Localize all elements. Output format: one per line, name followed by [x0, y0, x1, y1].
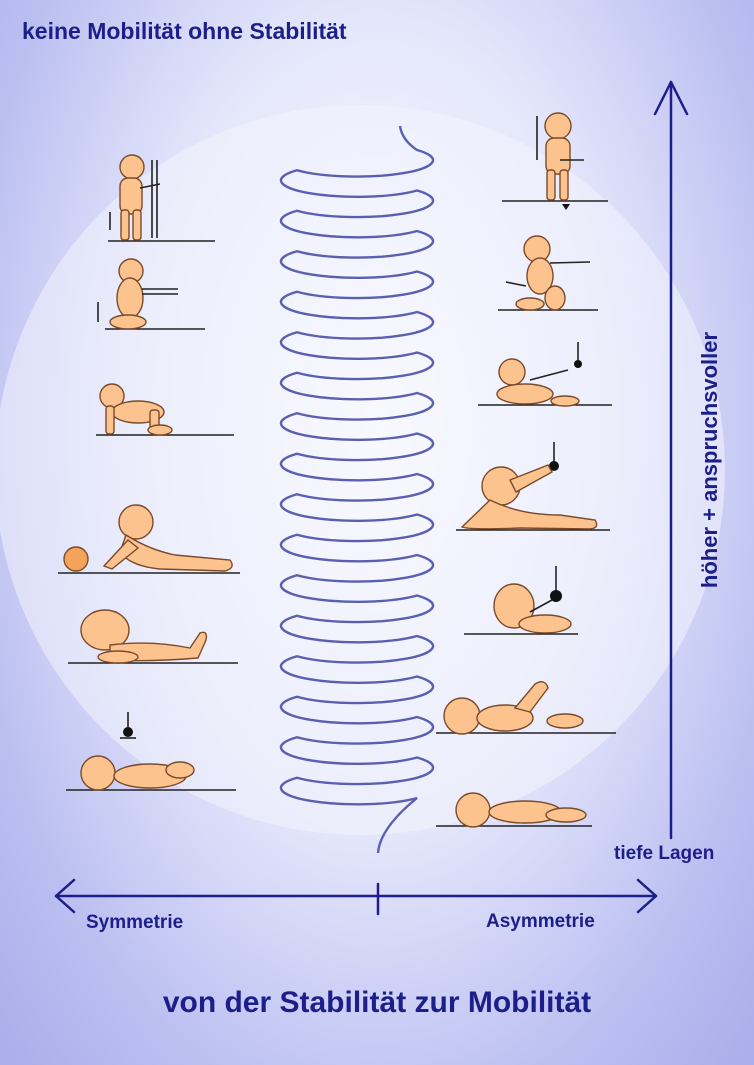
asymmetry-label: Asymmetrie: [486, 911, 595, 932]
background-circle: [0, 105, 725, 835]
baby-prone-forearms: [68, 609, 238, 664]
vertical-arrow: [653, 80, 689, 840]
symmetry-label: Symmetrie: [86, 912, 184, 933]
baby-supine-asymmetric: [436, 792, 592, 828]
ball-toy: [63, 546, 89, 572]
mobile-toy: [123, 727, 133, 737]
baby-prone-arms-extended: [58, 504, 240, 574]
baby-supine-legs-up: [436, 681, 616, 735]
baby-crawling: [96, 383, 234, 436]
baby-supine-symmetric: [66, 712, 236, 791]
title-top: keine Mobilität ohne Stabilität: [22, 18, 347, 44]
spiral-coil: [279, 125, 435, 854]
baby-standing-symmetric: [108, 154, 215, 242]
title-bottom: von der Stabilität zur Mobilität: [162, 986, 592, 1019]
baby-half-kneeling: [498, 235, 598, 311]
baby-kneeling: [97, 258, 205, 330]
baby-standing-asymmetric: [502, 112, 608, 210]
vertical-axis-start-label: tiefe Lagen: [614, 843, 715, 864]
baby-supine-reaching: [464, 566, 578, 635]
spiral: [279, 125, 435, 854]
baby-side-sitting: [478, 342, 612, 407]
horizontal-arrow: [54, 878, 658, 916]
vertical-axis-label: höher + anspruchsvoller: [697, 331, 722, 589]
baby-side-lying-reaching: [456, 442, 610, 531]
